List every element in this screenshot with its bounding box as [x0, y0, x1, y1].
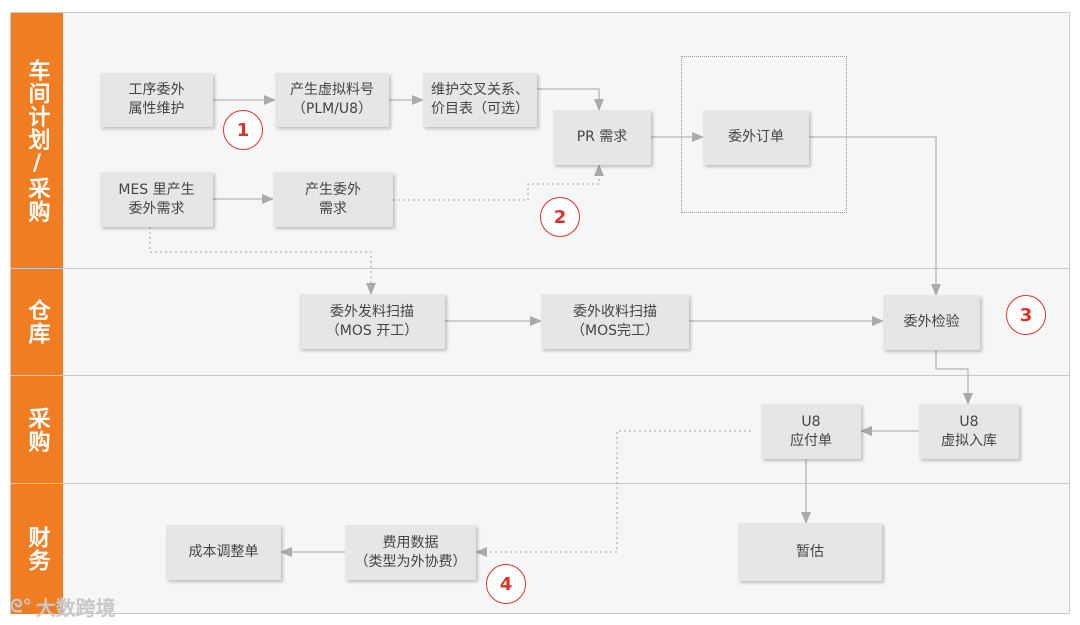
step-badge-1: 1 — [223, 110, 263, 150]
lane-label-warehouse: 仓库 — [11, 269, 63, 375]
watermark: ᘓ° 大数跨境 — [10, 592, 116, 621]
node-cost-adjust: 成本调整单 — [166, 525, 281, 580]
connector-layer — [149, 88, 973, 557]
dotted-mes-to-issue — [149, 227, 376, 295]
node-issue-scan: 委外发料扫描 （MOS 开工） — [299, 294, 445, 349]
lane-separator — [11, 375, 1069, 376]
step-badge-4: 4 — [486, 564, 526, 604]
lane-label-finance: 财务 — [11, 484, 63, 614]
watermark-logo-icon: ᘓ° — [10, 596, 32, 617]
node-mes-demand: MES 里产生 委外需求 — [100, 172, 213, 227]
arrow-inspection-to-inbound — [935, 350, 973, 405]
node-virtual-material: 产生虚拟料号 （PLM/U8） — [275, 73, 389, 127]
node-receive-scan: 委外收料扫描 （MOS完工） — [541, 294, 689, 349]
dotted-payable-to-expense — [475, 430, 751, 557]
arrow-cross-to-pr — [537, 88, 604, 111]
node-gen-outsource-demand: 产生委外 需求 — [273, 172, 393, 227]
node-u8-payable: U8 应付单 — [761, 404, 861, 459]
node-process-outsource: 工序委外 属性维护 — [100, 73, 213, 127]
lane-separator — [11, 483, 1069, 484]
watermark-text: 大数跨境 — [35, 596, 116, 620]
lane-label-workshop: 车间计划/采购 — [11, 13, 63, 268]
step-badge-3: 3 — [1006, 295, 1046, 335]
step-badge-2: 2 — [540, 197, 580, 237]
node-cross-relation: 维护交叉关系、 价目表（可选） — [423, 73, 537, 127]
dotted-gen-to-pr — [393, 164, 604, 201]
lane-separator — [11, 268, 1069, 269]
arrow-order-to-inspection — [809, 136, 941, 296]
node-expense-data: 费用数据 （类型为外协费） — [345, 525, 476, 580]
lane-label-purchase: 采购 — [11, 376, 63, 483]
flow-diagram-board: 车间计划/采购 仓库 采购 财务 — [10, 12, 1070, 614]
node-outsource-inspection: 委外检验 — [883, 295, 980, 350]
node-u8-virtual-inbound: U8 虚拟入库 — [919, 404, 1019, 459]
node-outsource-order: 委外订单 — [703, 110, 809, 165]
outsource-order-frame — [681, 56, 847, 213]
node-pr-demand: PR 需求 — [553, 110, 651, 165]
node-provisional: 暂估 — [738, 523, 882, 581]
